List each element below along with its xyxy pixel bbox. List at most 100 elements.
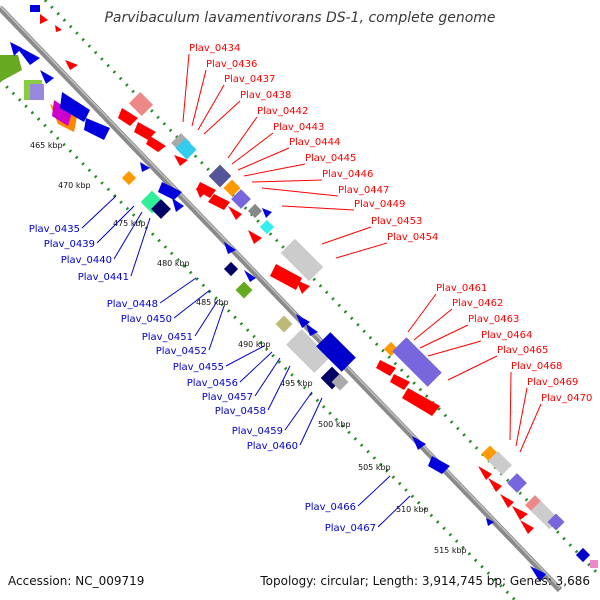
- gene-arrow: [402, 388, 440, 416]
- gene-arrow: [60, 92, 90, 122]
- gene-label-bottom[interactable]: Plav_0460: [247, 441, 298, 452]
- gene-label-top[interactable]: Plav_0449: [354, 199, 405, 210]
- label-leader-line: [194, 299, 219, 337]
- label-leader-line: [284, 391, 313, 431]
- scale-tick-label: 465 kbp: [30, 141, 63, 150]
- gene-label-bottom[interactable]: Plav_0458: [215, 406, 266, 417]
- gene-label-top[interactable]: Plav_0445: [305, 153, 356, 164]
- gene-arrow: [478, 466, 492, 480]
- scale-tick-label: 510 kbp: [396, 505, 429, 514]
- gene-label-top[interactable]: Plav_0464: [481, 330, 532, 341]
- label-leader-line: [159, 277, 197, 304]
- gene-label-top[interactable]: Plav_0453: [371, 216, 422, 227]
- label-leader-line: [377, 495, 411, 528]
- gene-block: [128, 91, 154, 117]
- gene-arrow: [248, 230, 262, 244]
- scale-tick-label: 515 kbp: [434, 546, 467, 555]
- gene-arrow: [196, 182, 216, 198]
- gene-label-top[interactable]: Plav_0443: [273, 122, 324, 133]
- scale-tick-label: 500 kbp: [318, 420, 351, 429]
- label-leader-line: [81, 195, 117, 229]
- gene-label-bottom[interactable]: Plav_0457: [202, 392, 253, 403]
- gene-arrow: [40, 70, 54, 84]
- gene-arrow: [262, 208, 272, 218]
- label-leader-line: [173, 289, 211, 319]
- genome-summary: Topology: circular; Length: 3,914,745 bp…: [260, 574, 590, 588]
- gene-arrow: [55, 25, 62, 32]
- gene-block: [280, 238, 324, 282]
- label-leader-line: [96, 205, 135, 244]
- gene-block: [575, 547, 591, 563]
- gene-label-top[interactable]: Plav_0442: [257, 106, 308, 117]
- gene-block: [487, 450, 513, 476]
- gene-label-top[interactable]: Plav_0463: [468, 314, 519, 325]
- gene-label-top[interactable]: Plav_0469: [527, 377, 578, 388]
- gene-label-top[interactable]: Plav_0461: [436, 283, 487, 294]
- gene-block: [331, 373, 349, 391]
- gene-label-top[interactable]: Plav_0437: [224, 74, 275, 85]
- gene-label-top[interactable]: Plav_0444: [289, 137, 340, 148]
- gene-label-bottom[interactable]: Plav_0456: [187, 378, 238, 389]
- gene-arrow: [512, 506, 528, 520]
- gene-label-bottom[interactable]: Plav_0466: [305, 502, 356, 513]
- gene-arrow: [30, 5, 40, 12]
- label-leader-line: [413, 308, 453, 341]
- gene-label-top[interactable]: Plav_0465: [497, 345, 548, 356]
- gene-label-top[interactable]: Plav_0436: [206, 59, 257, 70]
- label-leader-line: [419, 324, 469, 349]
- gene-label-top[interactable]: Plav_0447: [338, 185, 389, 196]
- gene-arrow: [158, 182, 182, 200]
- gene-arrow: [118, 108, 138, 126]
- gene-label-top[interactable]: Plav_0462: [452, 298, 503, 309]
- label-leader-line: [281, 205, 355, 211]
- gene-block: [316, 332, 356, 372]
- gene-block: [247, 203, 263, 219]
- gene-arrow: [228, 206, 242, 220]
- label-leader-line: [227, 116, 258, 159]
- gene-arrow: [224, 242, 236, 254]
- gene-arrow: [52, 100, 72, 126]
- label-leader-line: [519, 403, 542, 453]
- gene-label-bottom[interactable]: Plav_0452: [156, 346, 207, 357]
- gene-label-bottom[interactable]: Plav_0440: [61, 255, 112, 266]
- gene-label-top[interactable]: Plav_0470: [541, 393, 592, 404]
- gene-arrow: [84, 118, 110, 140]
- gene-arrow: [146, 136, 166, 152]
- label-leader-line: [197, 84, 225, 131]
- gene-block: [231, 189, 251, 209]
- gene-block: [151, 199, 171, 219]
- gene-label-bottom[interactable]: Plav_0467: [325, 523, 376, 534]
- gene-arrow: [0, 55, 22, 82]
- gene-label-top[interactable]: Plav_0468: [511, 361, 562, 372]
- label-leader-line: [130, 217, 151, 277]
- gene-arrow: [530, 566, 546, 582]
- label-leader-line: [239, 351, 273, 383]
- gene-arrow: [376, 360, 396, 376]
- gene-label-bottom[interactable]: Plav_0459: [232, 426, 283, 437]
- label-leader-line: [267, 365, 291, 411]
- gene-block: [259, 219, 275, 235]
- gene-label-top[interactable]: Plav_0434: [189, 43, 240, 54]
- label-leader-line: [509, 371, 512, 441]
- gene-label-bottom[interactable]: Plav_0439: [44, 239, 95, 250]
- gene-label-bottom[interactable]: Plav_0448: [107, 299, 158, 310]
- scale-tick-label: 485 kbp: [196, 298, 229, 307]
- gene-block: [275, 315, 293, 333]
- gene-label-bottom[interactable]: Plav_0455: [173, 362, 224, 373]
- gene-arrow: [134, 122, 156, 140]
- gene-arrow: [10, 42, 22, 56]
- gene-label-bottom[interactable]: Plav_0441: [78, 272, 129, 283]
- gene-block: [223, 179, 241, 197]
- gene-arrow: [270, 264, 302, 290]
- gene-label-top[interactable]: Plav_0438: [240, 90, 291, 101]
- label-leader-line: [254, 357, 281, 397]
- gene-label-bottom[interactable]: Plav_0451: [142, 332, 193, 343]
- accession-text: Accession: NC_009719: [8, 574, 145, 588]
- gene-label-bottom[interactable]: Plav_0435: [29, 224, 80, 235]
- scale-tick-label: 495 kbp: [280, 379, 313, 388]
- label-leader-line: [299, 397, 323, 446]
- gene-label-bottom[interactable]: Plav_0450: [121, 314, 172, 325]
- gene-label-top[interactable]: Plav_0454: [387, 232, 438, 243]
- gene-label-top[interactable]: Plav_0446: [322, 169, 373, 180]
